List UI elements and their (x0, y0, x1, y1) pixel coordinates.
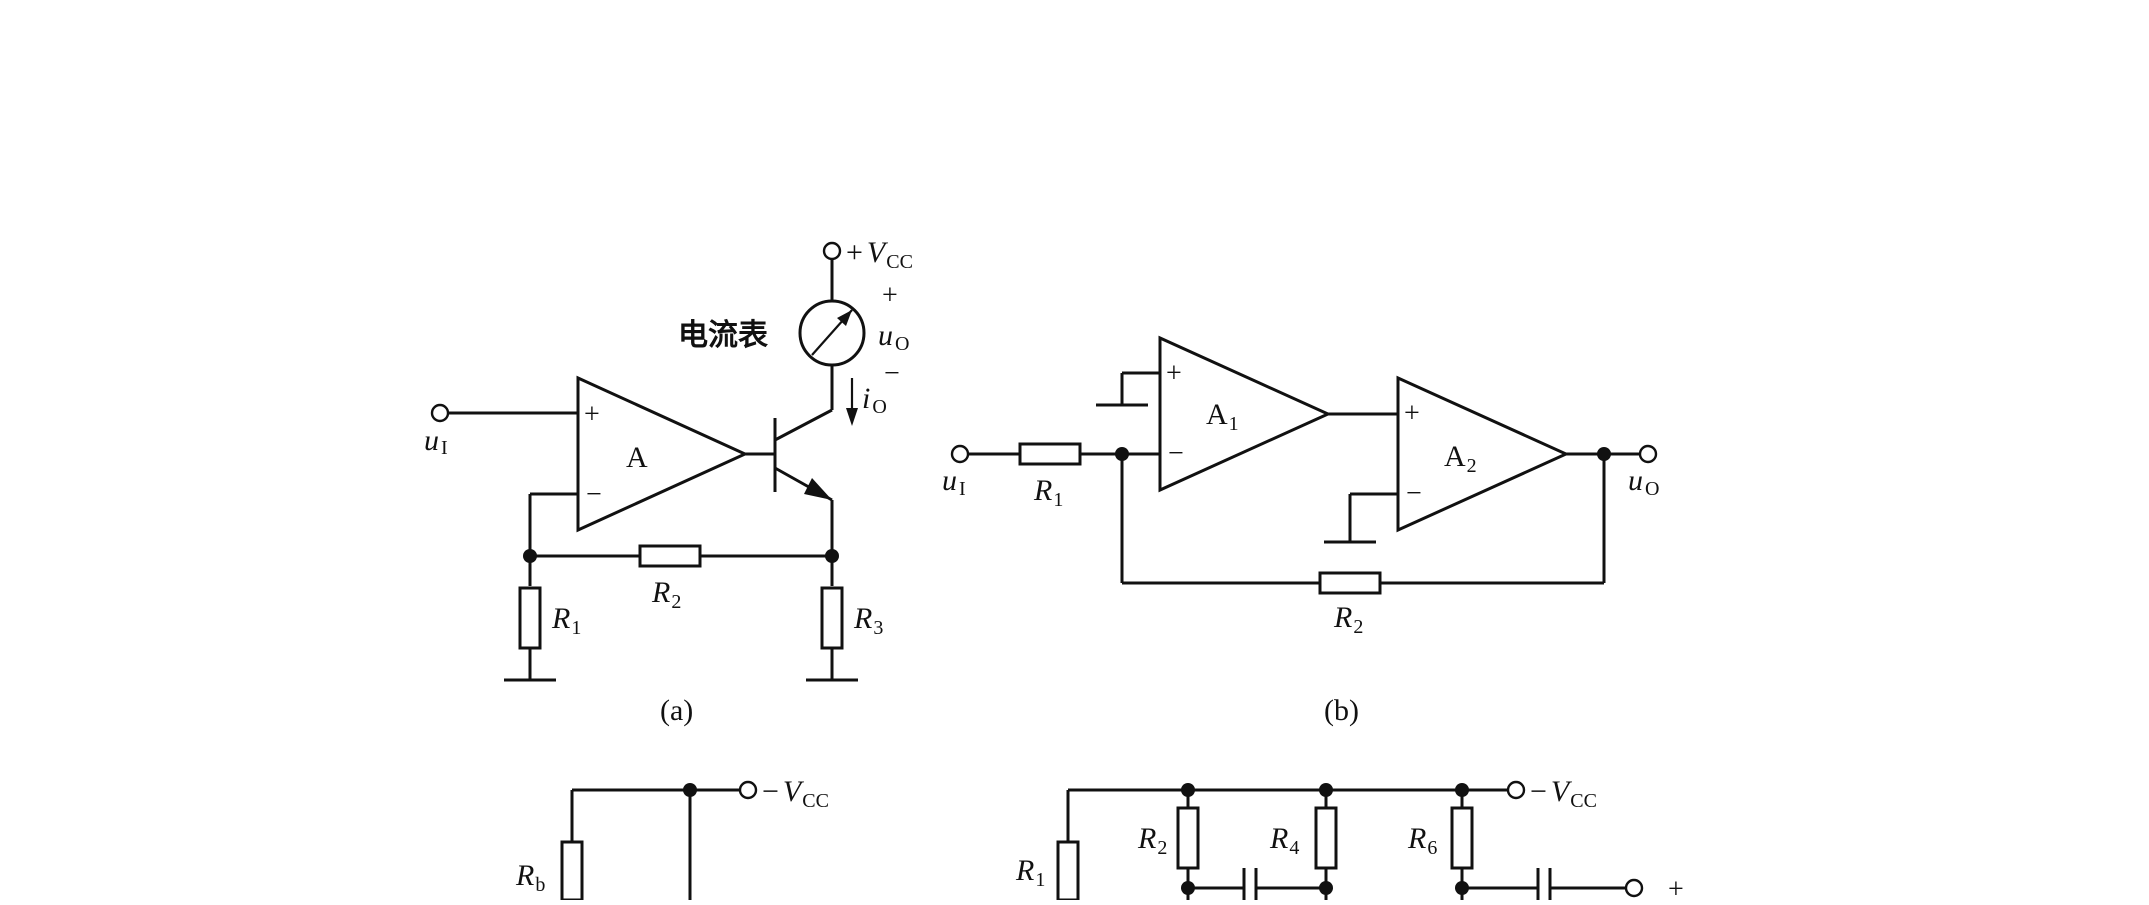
circuit-d: −VCC R1 R2 R4 R6 (1015, 775, 1684, 905)
d-r4-resistor (1314, 806, 1338, 870)
b-input-terminal (950, 444, 970, 464)
b-a1-triangle (1158, 335, 1332, 493)
d-r6-resistor (1450, 806, 1474, 870)
d-r2-label: R2 (1137, 822, 1167, 859)
a-r2-resistor (638, 544, 702, 568)
b-a2-triangle (1396, 375, 1570, 533)
a-vcc-label: +VCC (846, 236, 913, 273)
a-r3-label: R3 (853, 602, 883, 639)
c-vcc-label: −VCC (762, 775, 829, 812)
d-output-plus: + (1668, 874, 1684, 900)
b-a2-label: A2 (1444, 440, 1477, 477)
a-uo-minus: − (884, 358, 900, 389)
ammeter-needle-tip (837, 310, 852, 326)
a-r1-label: R1 (551, 602, 581, 639)
a-r2-label: R2 (651, 576, 681, 613)
a-r3-resistor (820, 586, 844, 650)
a-opamp-minus: − (586, 479, 602, 510)
b-a2-plus: + (1404, 398, 1420, 429)
b-r2-label: R2 (1333, 601, 1363, 638)
a-bjt-emitter-arrow (804, 478, 832, 500)
b-r1-resistor (1018, 442, 1082, 466)
d-output-terminal (1624, 878, 1644, 898)
d-r4-label: R4 (1269, 822, 1299, 859)
d-r6-label: R6 (1407, 822, 1437, 859)
a-uo-plus: + (882, 280, 898, 311)
a-io-arrow-head (846, 408, 858, 426)
c-vcc-terminal (738, 780, 758, 800)
c-rb-resistor (560, 840, 584, 902)
ammeter-label: 电流表 (678, 318, 768, 353)
a-opamp-triangle (576, 375, 749, 533)
caption-a: (a) (660, 694, 693, 727)
a-input-terminal (430, 403, 450, 423)
caption-b: (b) (1324, 694, 1359, 727)
b-a2-minus: − (1406, 478, 1422, 509)
d-r1-label: R1 (1015, 854, 1045, 891)
a-r1-resistor (518, 586, 542, 650)
b-a1-plus: + (1166, 358, 1182, 389)
d-r1-resistor (1056, 840, 1080, 902)
a-vcc-terminal (822, 241, 842, 261)
d-vcc-label: −VCC (1530, 775, 1597, 812)
a-opamp-label: A (626, 441, 648, 474)
b-r1-label: R1 (1033, 474, 1063, 511)
b-r2-resistor (1318, 571, 1382, 595)
b-a1-minus: − (1168, 438, 1184, 469)
d-r4-bottom-node (1319, 881, 1333, 895)
b-output-terminal (1638, 444, 1658, 464)
a-opamp-plus: + (584, 399, 600, 430)
b-a1-label: A1 (1206, 398, 1239, 435)
a-bjt-collector-leg (774, 408, 833, 442)
c-rb-label: Rb (515, 859, 545, 896)
d-vcc-terminal (1506, 780, 1526, 800)
circuit-c: −VCC Rb (515, 775, 829, 902)
d-r2-resistor (1176, 806, 1200, 870)
